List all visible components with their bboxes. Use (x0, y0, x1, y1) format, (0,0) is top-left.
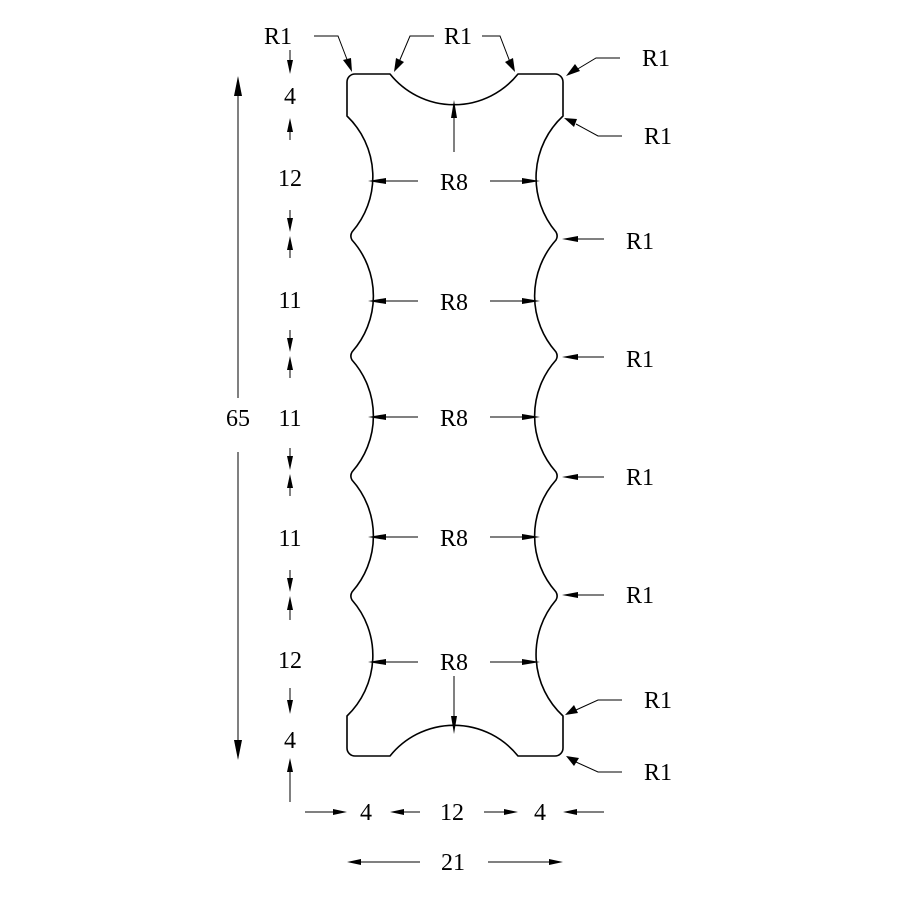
overall-height-label: 65 (226, 406, 250, 432)
radius-callout-large-2: R8 (368, 290, 540, 316)
vertical-segment-6: 12 (278, 648, 302, 674)
overall-width-dimension: 21 (347, 850, 563, 876)
radius-callout-large-3: R8 (368, 406, 540, 432)
radius-callout-large-4: R8 (368, 526, 540, 552)
svg-text:R8: R8 (440, 170, 468, 196)
radius-callout-top-left: R1 (264, 24, 352, 72)
overall-width-label: 21 (441, 850, 465, 876)
radius-callout-right-6: R1 (565, 688, 672, 715)
svg-text:R1: R1 (626, 229, 654, 255)
horizontal-segment-2: 12 (440, 800, 464, 826)
vertical-segment-3: 11 (278, 288, 301, 314)
svg-text:R1: R1 (644, 124, 672, 150)
svg-text:R1: R1 (626, 465, 654, 491)
radius-callout-right-7: R1 (566, 756, 672, 786)
radius-callout-right-5: R1 (562, 583, 654, 609)
horizontal-segment-1: 4 (360, 800, 372, 826)
svg-text:R8: R8 (440, 406, 468, 432)
radius-callout-top-center: R1 (394, 24, 515, 72)
radius-callout-right-2: R1 (562, 229, 654, 255)
radius-callout-large-5: R8 (368, 650, 540, 734)
radius-callout-large-1: R8 (368, 100, 540, 196)
svg-text:R1: R1 (644, 760, 672, 786)
vertical-segment-4: 11 (278, 406, 301, 432)
svg-text:R1: R1 (626, 347, 654, 373)
svg-text:R8: R8 (440, 650, 468, 676)
horizontal-chain-dimensions: 4 12 4 (305, 800, 604, 826)
svg-text:R8: R8 (440, 290, 468, 316)
svg-text:R1: R1 (444, 24, 472, 50)
svg-text:R1: R1 (644, 688, 672, 714)
svg-text:R8: R8 (440, 526, 468, 552)
vertical-segment-5: 11 (278, 526, 301, 552)
radius-callout-top-right: R1 (566, 46, 670, 76)
overall-height-dimension: 65 (226, 76, 250, 760)
horizontal-segment-3: 4 (534, 800, 546, 826)
svg-text:R1: R1 (264, 24, 292, 50)
radius-callout-right-3: R1 (562, 347, 654, 373)
vertical-segment-2: 12 (278, 166, 302, 192)
vertical-segment-1: 4 (284, 84, 296, 110)
radius-callout-right-4: R1 (562, 465, 654, 491)
svg-text:R1: R1 (642, 46, 670, 72)
part-outline (346, 73, 564, 757)
svg-text:R1: R1 (626, 583, 654, 609)
vertical-chain-dimensions: 4 12 11 11 11 12 4 (278, 50, 302, 802)
vertical-segment-7: 4 (284, 728, 296, 754)
radius-callout-right-1: R1 (564, 118, 672, 150)
